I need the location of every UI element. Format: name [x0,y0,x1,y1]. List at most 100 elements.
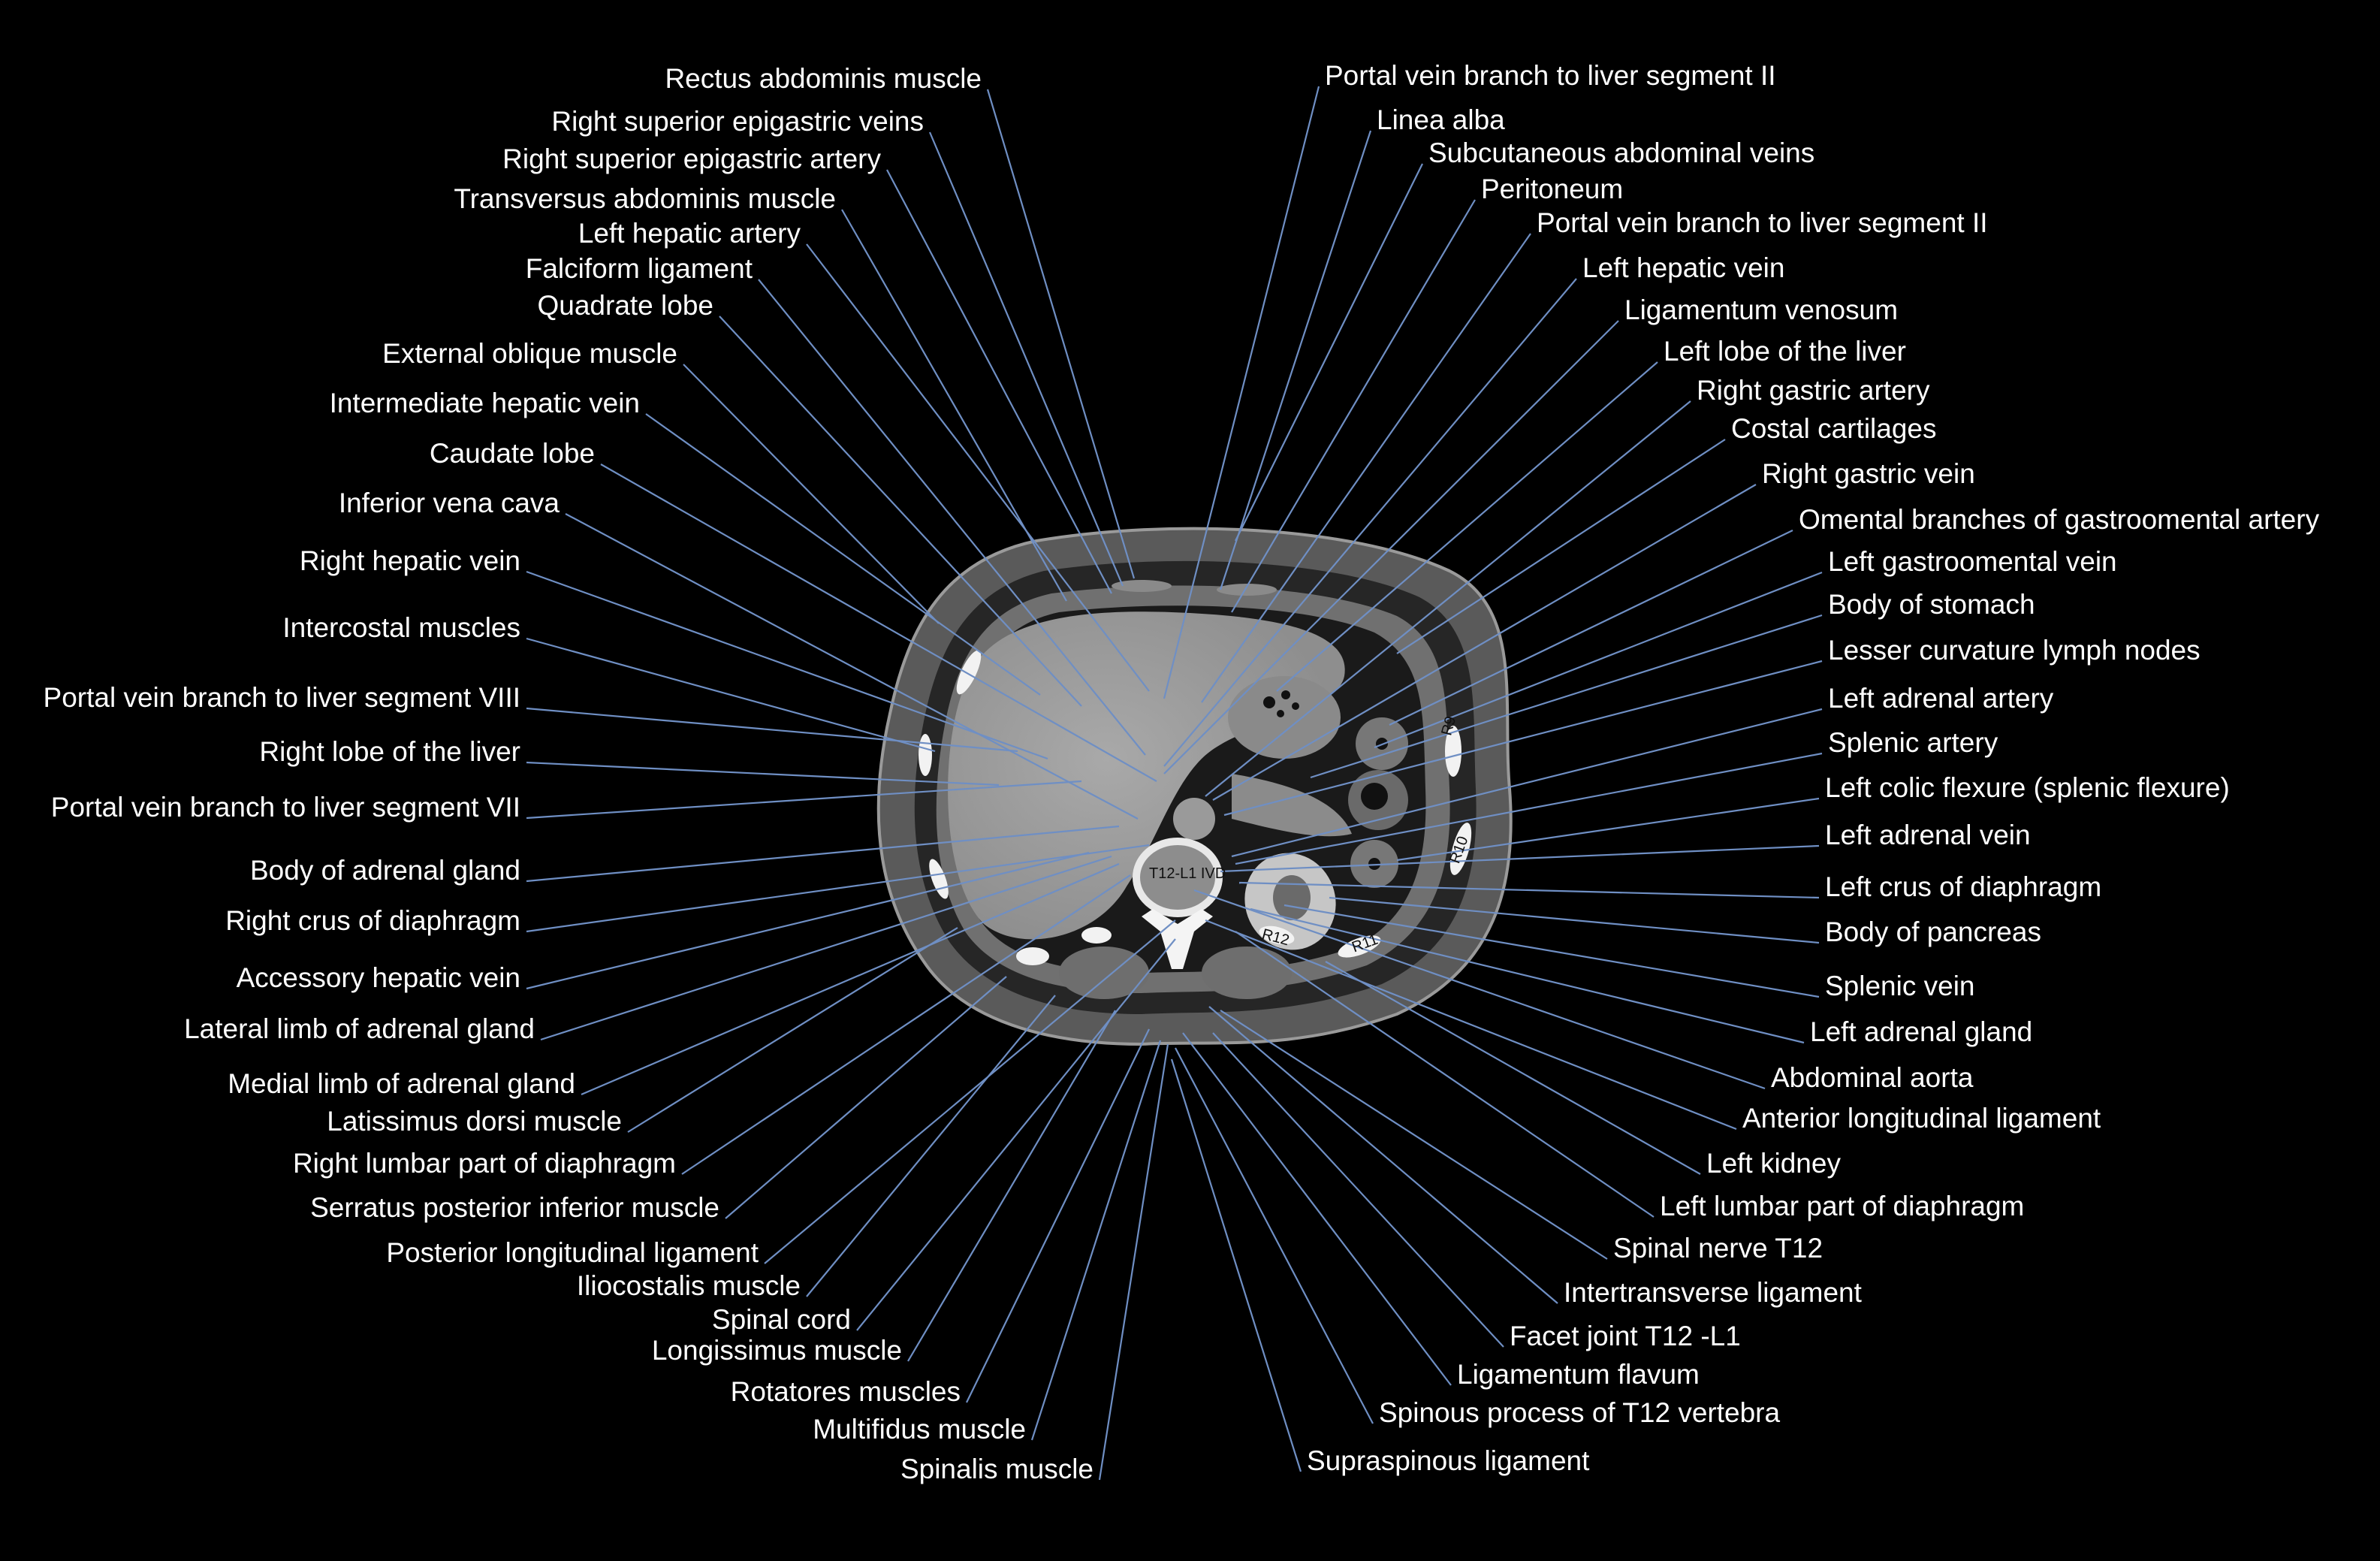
leader-line [986,89,1136,579]
leader-line [1396,797,1820,862]
label-linea-alba: Linea alba [1377,104,1505,135]
leader-line [1389,530,1793,726]
leader-line [526,761,1000,787]
leader-line [758,279,1146,756]
label-iliocostalis-muscle: Iliocostalis muscle [576,1270,801,1301]
label-intermediate-hepatic-vein: Intermediate hepatic vein [329,388,640,418]
vertebral-body [1133,838,1223,917]
leader-line [1182,1032,1452,1386]
label-medial-limb-of-adrenal-gland: Medial limb of adrenal gland [228,1068,575,1099]
label-portal-vein-branch-to-liver-segment-viii: Portal vein branch to liver segment VIII [43,682,520,713]
label-left-gastroomental-vein: Left gastroomental vein [1828,546,2117,577]
leader-line [856,938,1176,1331]
stomach [1228,676,1341,759]
leader-line [1325,961,1701,1175]
label-right-gastric-artery: Right gastric artery [1697,375,1930,406]
leader-line [1329,896,1820,944]
label-facet-joint-t12-l1: Facet joint T12 -L1 [1510,1321,1741,1351]
label-anterior-longitudinal-ligament: Anterior longitudinal ligament [1742,1103,2101,1134]
label-splenic-artery: Splenic artery [1828,727,1998,758]
label-accessory-hepatic-vein: Accessory hepatic vein [236,962,520,993]
leader-line [1193,889,1766,1090]
label-external-oblique-muscle: External oblique muscle [382,338,677,369]
label-costal-cartilages: Costal cartilages [1731,413,1937,444]
leader-line [1223,660,1823,817]
leader-line [1396,439,1726,654]
label-left-lobe-of-the-liver: Left lobe of the liver [1664,336,1906,367]
label-right-gastric-vein: Right gastric vein [1762,458,1975,489]
leader-line [1310,614,1823,779]
leader-line [1212,484,1757,801]
label-right-lobe-of-the-liver: Right lobe of the liver [259,736,520,767]
label-posterior-longitudinal-ligament: Posterior longitudinal ligament [386,1237,759,1268]
leader-line [1205,919,1737,1131]
leader-line [526,780,1082,820]
label-multifidus-muscle: Multifidus muscle [813,1414,1026,1445]
leader-line [1175,1047,1374,1424]
label-left-hepatic-artery: Left hepatic artery [578,218,801,249]
label-right-hepatic-vein: Right hepatic vein [299,545,520,576]
leader-line [907,1010,1116,1362]
leader-line [565,513,1139,820]
leader-line [1163,320,1619,774]
label-left-adrenal-artery: Left adrenal artery [1828,683,2054,714]
leader-line [1250,907,1805,1044]
label-left-colic-flexure-splenic-flexure: Left colic flexure (splenic flexure) [1825,772,2230,803]
label-subcutaneous-abdominal-veins: Subcutaneous abdominal veins [1428,137,1815,168]
label-right-lumbar-part-of-diaphragm: Right lumbar part of diaphragm [292,1148,676,1179]
label-portal-vein-branch-to-liver-segment-ii: Portal vein branch to liver segment II [1537,207,1988,238]
leader-line [1235,931,1655,1218]
leader-line [1220,1010,1608,1260]
label-intertransverse-ligament: Intertransverse ligament [1564,1277,1862,1308]
leader-line [600,463,1157,782]
label-ligamentum-flavum: Ligamentum flavum [1457,1359,1700,1390]
leader-line [526,825,1120,883]
label-splenic-vein: Splenic vein [1825,971,1975,1001]
label-portal-vein-branch-to-liver-segment-ii: Portal vein branch to liver segment II [1325,60,1776,91]
label-latissimus-dorsi-muscle: Latissimus dorsi muscle [327,1106,622,1137]
label-longissimus-muscle: Longissimus muscle [651,1335,902,1366]
leader-line [719,316,1082,707]
label-right-crus-of-diaphragm: Right crus of diaphragm [225,905,520,936]
leader-line [1238,881,1820,899]
leader-line [1163,278,1577,767]
leader-line [645,413,1041,696]
label-inferior-vena-cava: Inferior vena cava [338,488,560,518]
label-body-of-stomach: Body of stomach [1828,589,2035,620]
label-spinal-nerve-t12: Spinal nerve T12 [1613,1233,1823,1264]
leader-line [1170,1058,1302,1472]
label-spinal-cord: Spinal cord [711,1304,851,1335]
leader-line [540,855,1112,1041]
label-quadrate-lobe: Quadrate lobe [537,290,713,321]
label-serratus-posterior-inferior-muscle: Serratus posterior inferior muscle [310,1192,719,1223]
label-omental-branches-of-gastroomental-artery: Omental branches of gastroomental artery [1799,504,2320,535]
leader-line [1374,571,1823,749]
label-left-kidney: Left kidney [1706,1148,1841,1179]
label-portal-vein-branch-to-liver-segment-vii: Portal vein branch to liver segment VII [50,792,520,823]
label-supraspinous-ligament: Supraspinous ligament [1307,1445,1590,1476]
label-left-adrenal-gland: Left adrenal gland [1810,1016,2033,1047]
leader-line [806,243,1150,692]
label-right-superior-epigastric-artery: Right superior epigastric artery [502,143,881,174]
label-right-superior-epigastric-veins: Right superior epigastric veins [551,106,924,137]
leader-line [1235,752,1823,865]
label-falciform-ligament: Falciform ligament [525,253,753,284]
leader-line [1163,86,1320,699]
leader-line [725,976,1007,1219]
leader-line [806,995,1056,1297]
leader-line [1235,163,1423,542]
leader-line [1284,904,1820,998]
label-lesser-curvature-lymph-nodes: Lesser curvature lymph nodes [1828,635,2201,666]
label-intercostal-muscles: Intercostal muscles [282,612,520,643]
leader-line [1219,130,1372,590]
label-peritoneum: Peritoneum [1481,174,1624,204]
leader-line [928,131,1124,587]
leader-line [627,927,958,1133]
label-left-hepatic-vein: Left hepatic vein [1582,252,1785,283]
leader-line [683,364,940,624]
label-transversus-abdominis-muscle: Transversus abdominis muscle [454,183,836,214]
leader-line [966,1028,1150,1403]
leader-line [526,637,936,753]
leader-line [1098,1043,1169,1481]
